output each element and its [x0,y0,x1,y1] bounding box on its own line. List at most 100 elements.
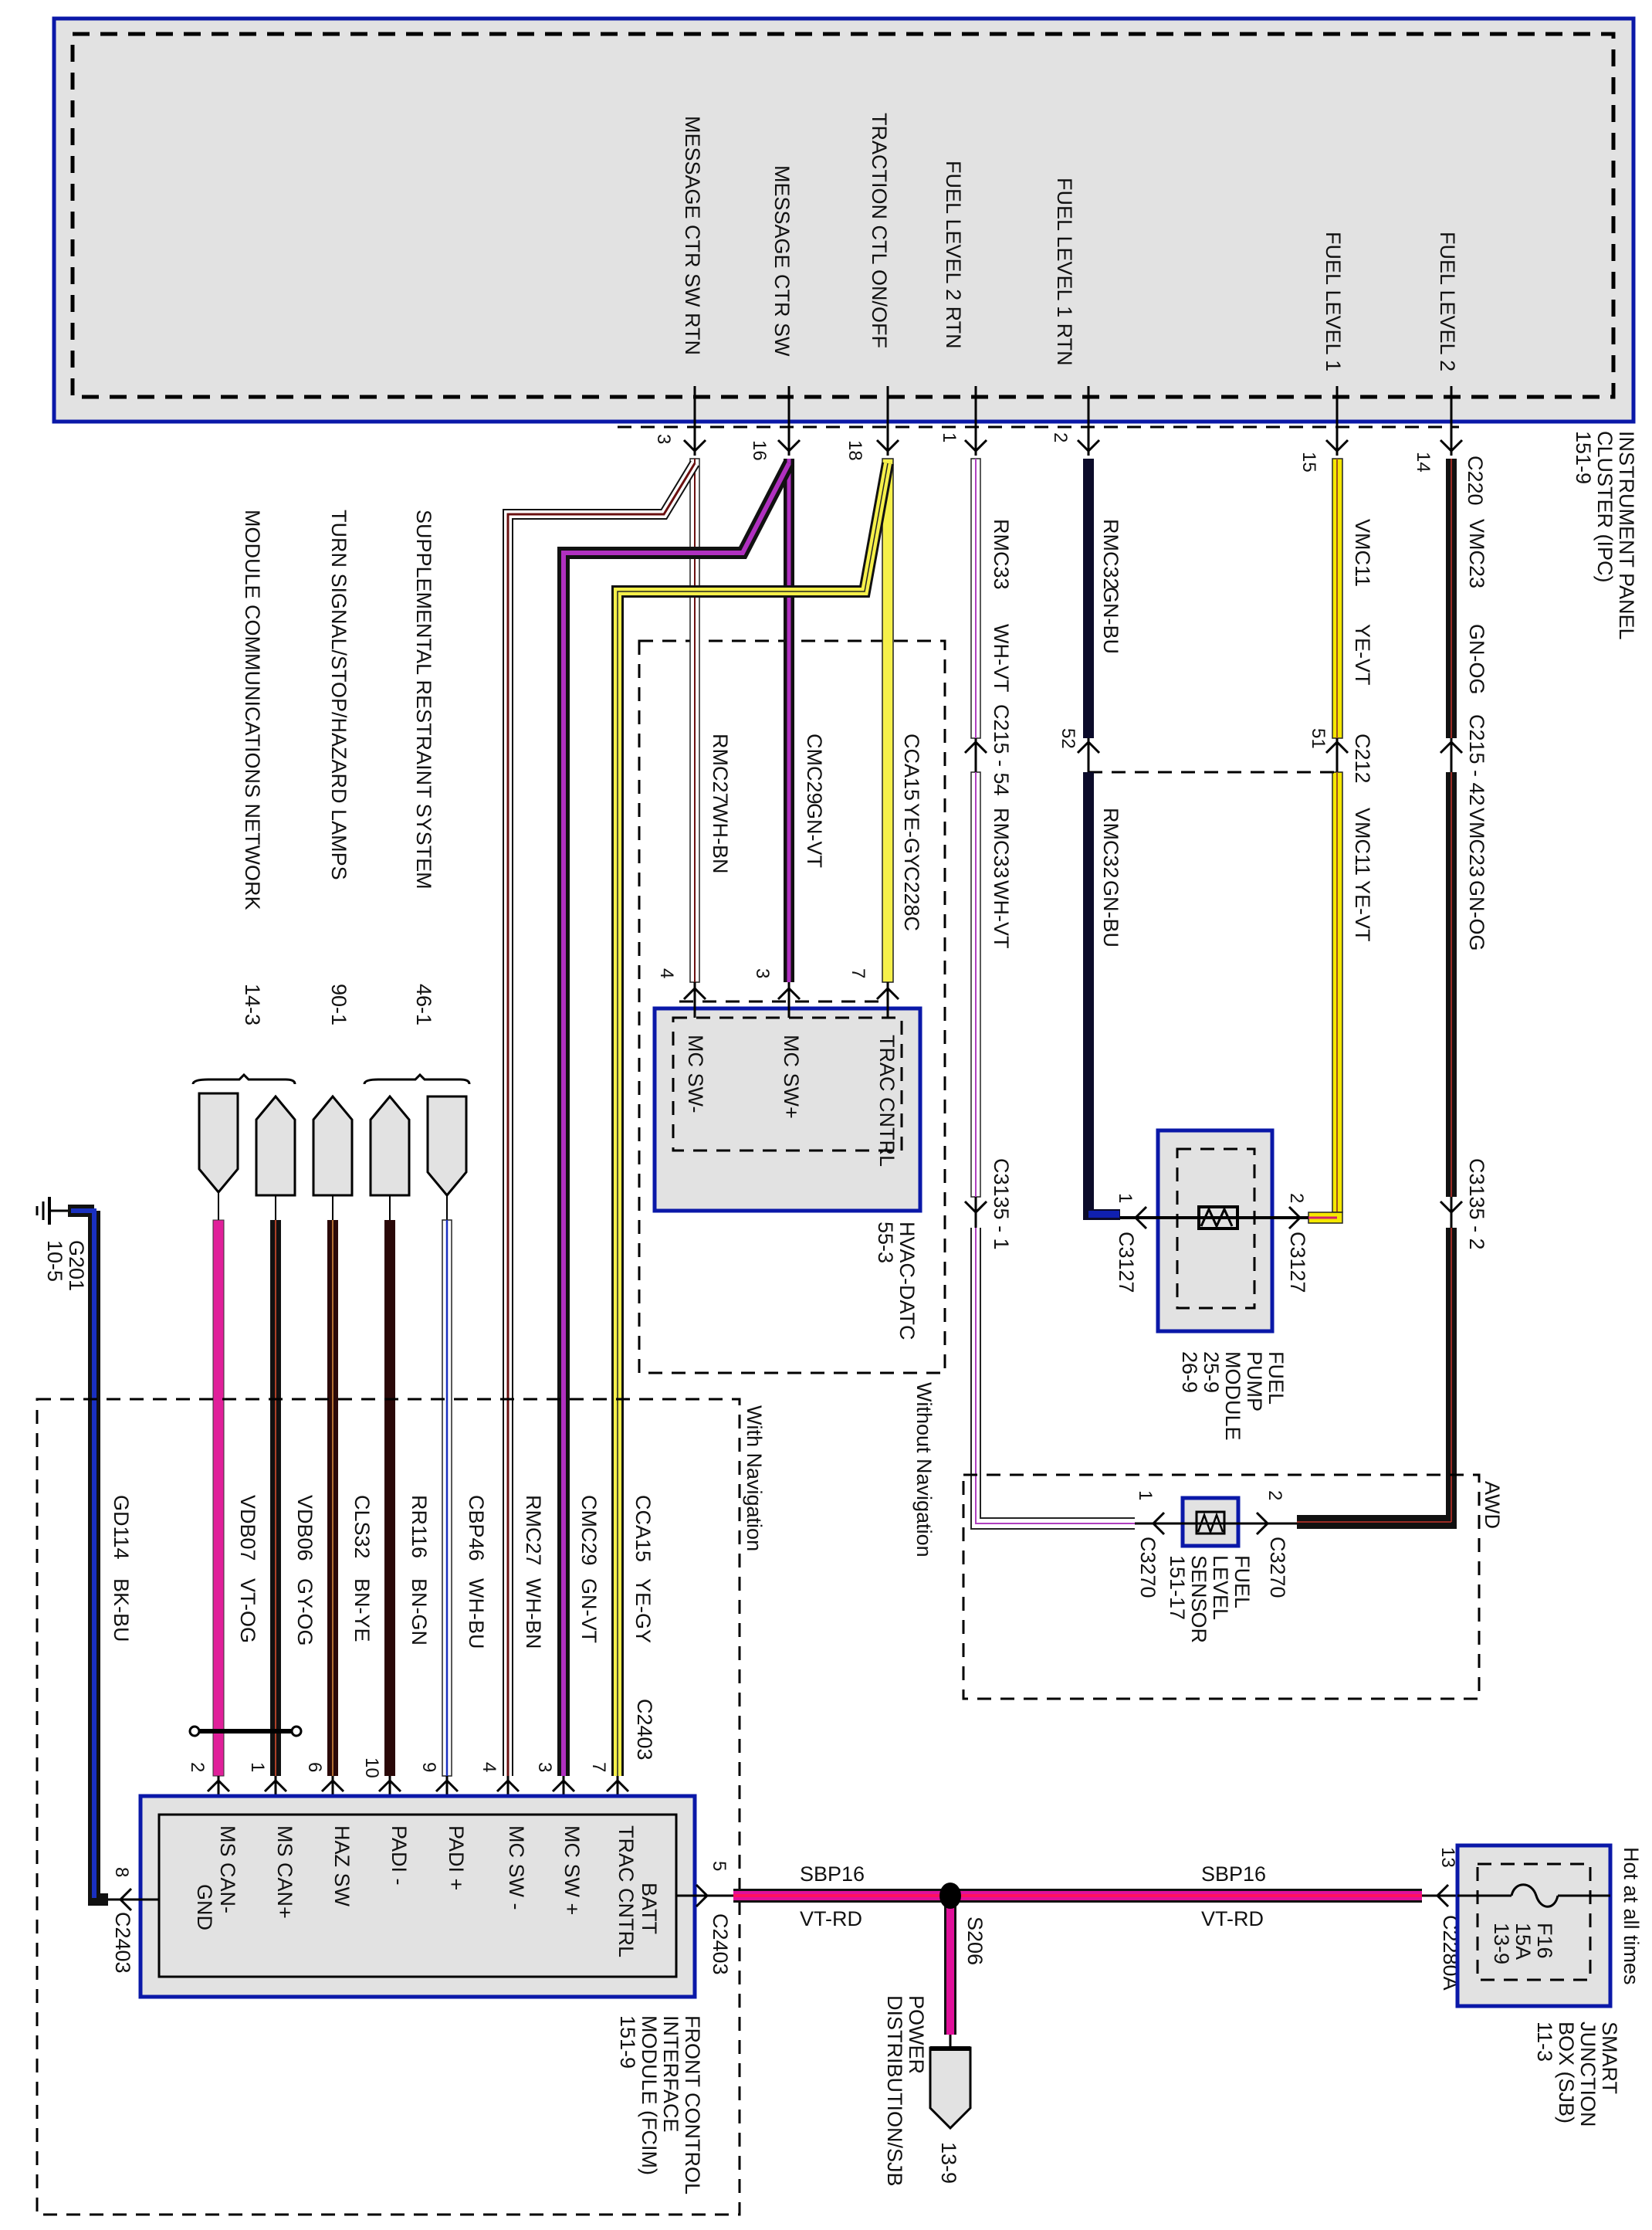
svg-text:SENSOR: SENSOR [1187,1555,1210,1643]
hvac-pin-label: TRAC CNTRL [875,1035,899,1167]
connector-label: C3135 - 2 [1465,1158,1488,1250]
with-navigation-label: With Navigation [743,1405,766,1551]
fcim-batt-pin [676,1883,733,1908]
fuel-level-sensor [1135,1496,1297,1548]
wire-cls32 [327,1195,338,1776]
ref-mcn-label: MODULE COMMUNICATIONS NETWORK [241,510,264,910]
ground-g201 [36,1197,108,1906]
ipc-pin-stubs [682,386,1464,456]
svg-text:SMART: SMART [1598,2022,1621,2094]
fcim-batt-label: BATT [638,1883,661,1934]
wire-rmc33 [963,458,1135,1530]
fcim-pin-label: TRAC CNTRL [614,1825,638,1957]
wire-label: RMC27 [522,1495,545,1566]
fcim-pin-number: 9 [418,1762,439,1772]
fcim-pin-label: PADI - [388,1825,411,1886]
wire-label: GY-OG [293,1578,317,1646]
svg-text:FUEL: FUEL [1264,1351,1288,1405]
svg-text:FUEL: FUEL [1231,1555,1254,1608]
wire-label: WH-BN [709,803,732,873]
wire-label: CMC29 [803,734,826,805]
twisted-pair-marker [188,1725,303,1737]
ipc-pin-number: 16 [749,440,770,461]
pin-number: 2 [1286,1193,1307,1203]
power-distribution-page: 13-9 [937,2142,960,2184]
svg-text:151-9: 151-9 [616,2015,639,2069]
svg-text:INTERFACE: INTERFACE [659,2015,682,2133]
fcim-title: FRONT CONTROL INTERFACE MODULE (FCIM) 15… [616,2015,704,2194]
ref-turn-label: TURN SIGNAL/STOP/HAZARD LAMPS [327,510,350,880]
connector-label: C2403 [633,1699,656,1761]
wire-label: BN-GN [408,1578,431,1645]
wire-label: VMC11 [1351,808,1374,876]
wire-label: CCA15 [631,1495,655,1562]
svg-text:151-17: 151-17 [1166,1555,1189,1620]
hvac-pin-number: 7 [848,968,868,978]
fcim-gnd-pin [108,1887,159,1912]
connector-label: C215 - 54 [990,704,1013,796]
connector-label: C228C [900,866,923,931]
wire-cbp46 [442,1195,452,1777]
connector-label: C2403 [709,1913,732,1975]
hvac-datc-module [652,1000,922,1213]
hvac-pin-number: 4 [656,968,677,978]
svg-text:BOX (SJB): BOX (SJB) [1555,2022,1578,2123]
wire-label: VMC23 [1465,808,1488,877]
ref-srs-label: SUPPLEMENTAL RESTRAINT SYSTEM [412,510,435,890]
svg-text:FRONT CONTROL: FRONT CONTROL [681,2015,704,2194]
wire-label: RMC32 [1099,808,1122,879]
svg-text:F16: F16 [1533,1923,1556,1959]
connector-label: C3127 [1115,1232,1138,1293]
wire-label: SBP16 [800,1862,865,1886]
wire-label: GN-VT [577,1578,601,1643]
fcim-gnd-label: GND [193,1884,216,1930]
pin-number: 13 [1437,1847,1458,1868]
hvac-pin-number: 3 [752,968,773,978]
pin-number: 52 [1058,728,1078,749]
sensor-resistor-icon [1197,1205,1239,1230]
awd-option-outline [962,1473,1481,1700]
pin-number: 2 [1264,1490,1285,1500]
fuse-label: F16 15A 13-9 [1490,1923,1556,1964]
svg-text:JUNCTION: JUNCTION [1576,2022,1600,2127]
with-navigation-outline [36,1398,741,2216]
wire-label: GN-VT [803,803,826,868]
wire-label: VMC23 [1465,519,1488,588]
wire-cmc29-hvac [777,459,801,1018]
svg-text:LEVEL: LEVEL [1209,1555,1232,1620]
pin-number: 1 [1135,1490,1156,1500]
fcim-pin-label: HAZ SW [330,1825,354,1907]
wire-vdb07 [212,1192,225,1777]
wire-rmc27-hvac [682,458,707,1018]
fuel-pump-module-title: FUEL PUMP MODULE 25-9 26-9 [1178,1351,1288,1441]
power-distribution-title: POWER DISTRIBUTION/SJB [883,1995,928,2187]
svg-text:INSTRUMENT PANEL: INSTRUMENT PANEL [1615,431,1638,640]
svg-text:13-9: 13-9 [1490,1923,1513,1964]
wire-label: VDB06 [293,1495,317,1561]
svg-text:DISTRIBUTION/SJB: DISTRIBUTION/SJB [883,1995,906,2187]
fcim-pin-label: MS CAN- [216,1825,239,1913]
wire-label: VT-RD [800,1907,862,1930]
ground-page: 10-5 [43,1240,66,1282]
power-distribution-connector-icon [929,2046,972,2130]
splice-label: S206 [963,1917,987,1965]
wire-label: BN-YE [350,1578,374,1642]
ref-bracket-icons [191,1073,471,1085]
wire-label: SBP16 [1201,1862,1266,1886]
wire-sbp16 [733,1883,1422,2054]
ref-mcn-page: 14-3 [241,984,264,1025]
wire-label: GN-OG [1465,624,1488,695]
fcim-pin-number: 10 [361,1757,382,1778]
svg-text:CLUSTER (IPC): CLUSTER (IPC) [1593,431,1616,583]
fcim-module [138,1794,697,1999]
ipc-pin-label: MESSAGE CTR SW [770,165,794,357]
svg-text:MODULE: MODULE [1221,1351,1244,1441]
without-navigation-label: Without Navigation [912,1382,936,1557]
svg-text:POWER: POWER [905,1995,928,2074]
connector-label: C3270 [1266,1537,1289,1598]
fcim-pin-number: 4 [479,1762,499,1772]
hvac-datc-title: HVAC-DATC 55-3 [874,1222,919,1340]
connector-label: C2403 [111,1912,134,1974]
ipc-module [52,16,1636,424]
